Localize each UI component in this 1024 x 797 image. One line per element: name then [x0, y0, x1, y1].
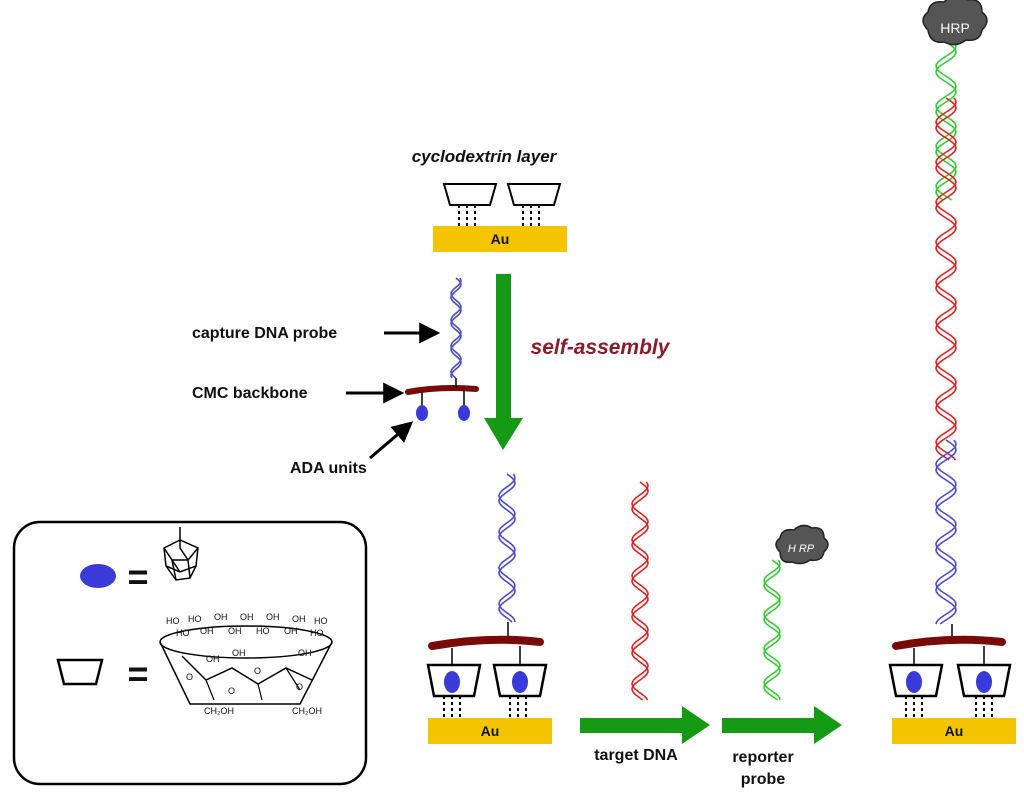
ada-unit [976, 671, 992, 693]
dna-strand [935, 97, 957, 461]
adamantane-structure-icon [163, 527, 199, 581]
capture-probe-label: capture DNA probe [192, 325, 337, 342]
hydroxyl-label: HO [176, 628, 190, 638]
hydroxyl-label: HO [166, 616, 180, 626]
gold-electrode-final [892, 718, 1016, 744]
cyclodextrin-legend-symbol [56, 658, 104, 686]
au-label-middle: Au [481, 723, 500, 739]
reporter-label: reporter [732, 749, 793, 766]
dna-strand [935, 439, 957, 625]
cyclodextrin-layer-label: cyclodextrin layer [412, 147, 558, 166]
hydroxyl-label: OH [266, 612, 280, 622]
self-assembly-label: self-assembly [531, 336, 671, 359]
target-dna-label: target DNA [594, 747, 678, 764]
sandwich-dna-helix [935, 41, 957, 625]
legend-equals-ada: = [127, 556, 148, 597]
legend-equals-cyclodextrin: = [127, 653, 148, 694]
cmc-backbone [405, 385, 479, 395]
cyclodextrin-cup [442, 183, 498, 206]
ada-units-label: ADA units [290, 460, 367, 477]
probe-label: probe [741, 771, 786, 788]
cyclodextrin-structure-icon: HO HO OH OH OH OH HO HO OH OH HO OH HO O… [159, 612, 333, 716]
hrp-large-label: HRP [940, 20, 970, 36]
final-sensor: HRP Au [888, 0, 1016, 744]
cyclodextrin-cup [506, 183, 562, 206]
dna-strand [631, 481, 649, 701]
dna-strand [498, 473, 516, 623]
gold-electrode-middle [428, 718, 552, 744]
capture-dna-probe-helix [498, 473, 516, 623]
top-cyclodextrin-assembly: cyclodextrin layer Au [412, 147, 567, 252]
oxygen-label: O [228, 686, 235, 696]
hydroxyl-label: HO [310, 628, 324, 638]
cmc-backbone [892, 635, 1006, 650]
oxygen-label: O [254, 666, 261, 676]
cmc-backbone-label: CMC backbone [192, 385, 308, 402]
hydroxyl-label: OH [298, 648, 312, 658]
ada-unit [444, 671, 460, 693]
dna-strand [935, 41, 957, 201]
ada-units-pointer [369, 421, 414, 460]
capture-dna-probe-helix [450, 277, 462, 379]
hydroxyl-label: OH [228, 626, 242, 636]
ada-unit [458, 405, 470, 421]
target-dna-arrow [580, 706, 710, 744]
hydroxyl-label: HO [256, 626, 270, 636]
ada-unit [416, 405, 428, 421]
reporter-probe-arrow [722, 706, 842, 744]
reporter-probe-helix [763, 559, 781, 701]
hydroxyl-label: HO [188, 614, 202, 624]
self-assembly-arrow [484, 274, 523, 450]
ada-legend-symbol [80, 564, 116, 588]
hydroxyl-label: OH [292, 614, 306, 624]
target-dna-helix [631, 481, 649, 701]
oxygen-label: O [296, 682, 303, 692]
hydroxyl-label: OH [200, 626, 214, 636]
gold-electrode-top [433, 226, 567, 252]
cmc-backbone [428, 635, 544, 650]
oxygen-label: O [186, 672, 193, 682]
hydroxyl-label: OH [284, 626, 298, 636]
hydroxyl-label: HO [314, 616, 328, 626]
hydroxymethyl-label: CH₂OH [292, 706, 322, 716]
dna-strand [763, 559, 781, 701]
dna-strand [450, 277, 462, 379]
legend-box: = = HO HO OH OH OH OH HO [12, 520, 368, 786]
assembled-sensor: Au [426, 473, 552, 744]
dna-strand [935, 97, 957, 461]
hydroxyl-label: OH [214, 612, 228, 622]
ada-unit [512, 671, 528, 693]
dna-strand [935, 439, 957, 625]
ada-unit [906, 671, 922, 693]
dna-strand [935, 41, 957, 201]
hrp-enzyme-large: HRP [922, 0, 988, 46]
hrp-small-label: H RP [788, 543, 815, 555]
au-label-final: Au [945, 723, 964, 739]
hydroxyl-label: OH [232, 648, 246, 658]
capture-probe-construct [405, 277, 479, 421]
au-label-top: Au [491, 231, 510, 247]
hydroxyl-label: OH [206, 654, 220, 664]
hydroxymethyl-label: CH₂OH [204, 706, 234, 716]
hrp-enzyme-small: H RP [775, 524, 829, 565]
dna-strand [631, 481, 649, 701]
hydroxyl-label: OH [240, 612, 254, 622]
